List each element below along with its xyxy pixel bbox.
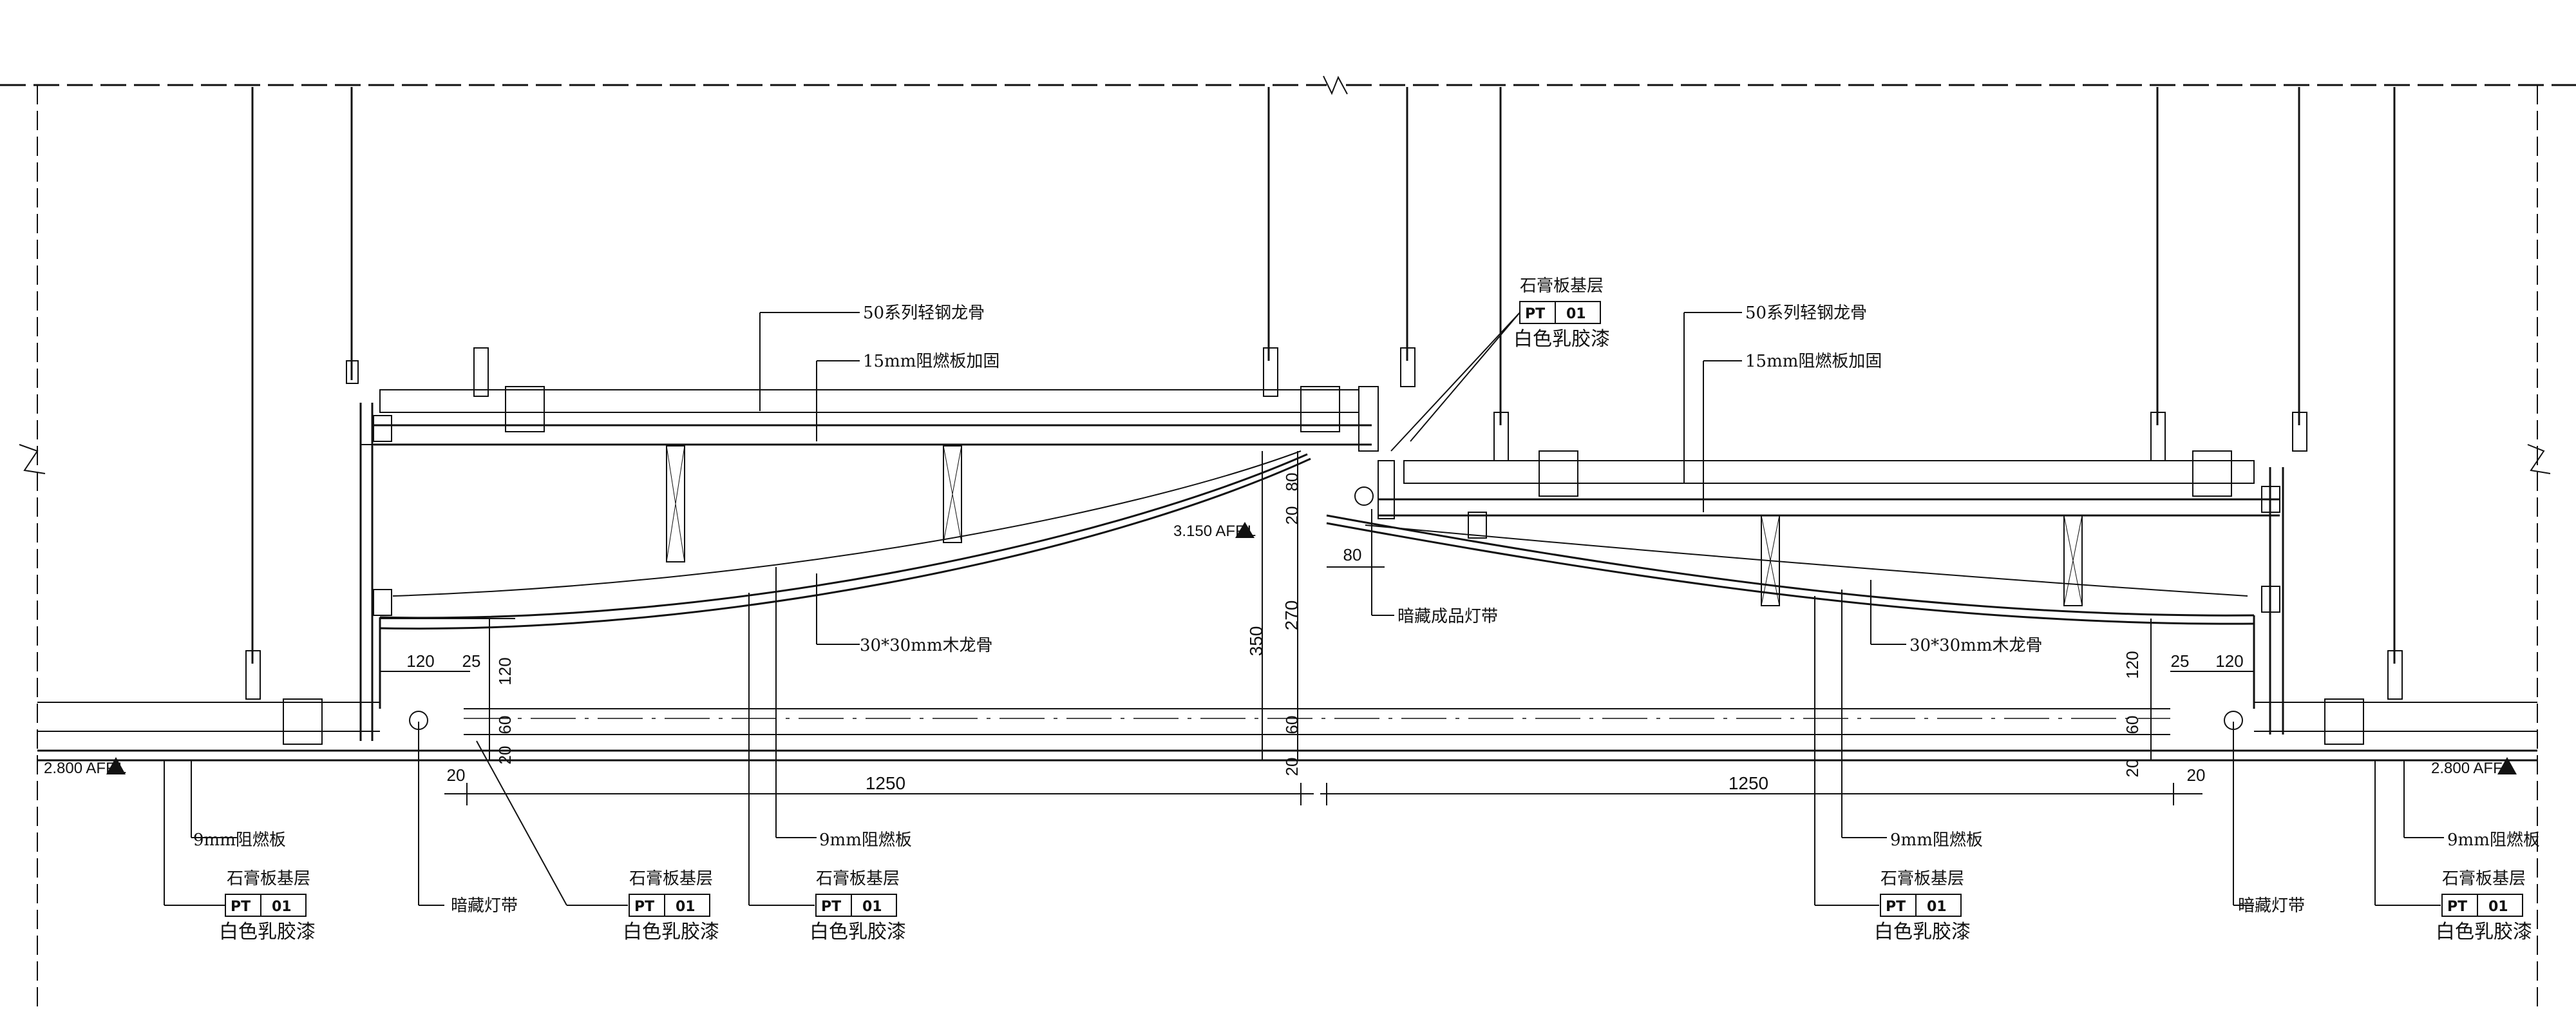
tag-e-num: 01	[1927, 899, 1947, 915]
dim-270: 270	[1282, 601, 1302, 631]
dim-20-center: 20	[1282, 758, 1302, 776]
callout-left-board: 15mm阻燃板加固	[816, 352, 999, 441]
label-center-finish: 白色乳胶漆	[1513, 328, 1610, 351]
callout-bottom-d: 9mm阻燃板 石膏板基层 PT 01 白色乳胶漆	[748, 567, 912, 943]
dimension-span-right: 1250	[1320, 773, 2190, 805]
label-g-base: 石膏板基层	[2442, 869, 2526, 889]
tag-code-center: PT	[1525, 306, 1545, 322]
dim-20v: 20	[1282, 506, 1302, 525]
structural-slab-line	[0, 75, 2576, 1009]
callout-center-led: 暗藏成品灯带	[1371, 509, 1498, 626]
label-b-led: 暗藏灯带	[451, 896, 518, 916]
label-right-board: 15mm阻燃板加固	[1745, 352, 1882, 371]
hanger-rods	[245, 87, 2403, 700]
dim-80v: 80	[1282, 473, 1302, 492]
label-left-board: 15mm阻燃板加固	[863, 352, 999, 371]
label-d-finish: 白色乳胶漆	[810, 921, 906, 943]
dim-20h-right: 20	[2187, 765, 2206, 785]
tag-d-num: 01	[862, 899, 882, 915]
callout-right-board: 15mm阻燃板加固	[1703, 352, 1882, 512]
dim-120v-right: 120	[2123, 651, 2142, 678]
label-e-base: 石膏板基层	[1880, 869, 1964, 889]
right-raised-ceiling-frame	[1326, 450, 2284, 735]
tag-c-code: PT	[634, 899, 654, 915]
label-d-base: 石膏板基层	[816, 869, 900, 889]
callout-left-steel: 50系列轻钢龙骨	[759, 303, 985, 411]
label-a-base: 石膏板基层	[227, 869, 310, 889]
dim-60-center: 60	[1282, 716, 1302, 735]
dim-120-left: 120	[406, 651, 434, 671]
level-triangle-left	[106, 757, 126, 774]
dim-60-left: 60	[495, 716, 515, 735]
dim-25-right: 25	[2171, 651, 2190, 671]
level-triangle-right	[2497, 757, 2517, 774]
label-left-batten: 30*30mm木龙骨	[860, 636, 992, 655]
dim-20-right: 20	[2123, 759, 2142, 778]
callout-bottom-c: 石膏板基层 PT 01 白色乳胶漆	[476, 740, 719, 943]
dim-span-right: 1250	[1728, 773, 1768, 793]
label-f-led: 暗藏灯带	[2238, 896, 2305, 916]
dimension-span-left: 1250	[451, 773, 1314, 805]
callout-bottom-a: 9mm阻燃板 石膏板基层 PT 01 白色乳胶漆	[164, 760, 316, 943]
label-right-steel: 50系列轻钢龙骨	[1745, 303, 1867, 323]
dim-80h: 80	[1343, 545, 1362, 564]
level-mark-center: 3.150 AFF.L	[1173, 522, 1256, 540]
level-triangle-center	[1235, 522, 1255, 538]
tag-a-code: PT	[231, 899, 251, 915]
label-center-base: 石膏板基层	[1520, 276, 1604, 296]
label-right-batten: 30*30mm木龙骨	[1909, 636, 2042, 655]
label-e-finish: 白色乳胶漆	[1874, 921, 1971, 943]
callout-center-finish: 石膏板基层 PT 01 白色乳胶漆	[1390, 276, 1610, 452]
label-c-finish: 白色乳胶漆	[623, 921, 719, 943]
callout-bottom-b: 暗藏灯带	[418, 722, 518, 916]
dim-span-left: 1250	[866, 773, 905, 793]
tag-g-num: 01	[2488, 899, 2508, 915]
label-a-board: 9mm阻燃板	[193, 831, 286, 850]
callout-left-batten: 30*30mm木龙骨	[816, 573, 992, 655]
dimension-details-center: 80 20 80 350 270 60 20	[1246, 451, 1385, 776]
label-c-base: 石膏板基层	[629, 869, 713, 889]
tag-c-num: 01	[676, 899, 696, 915]
label-g-finish: 白色乳胶漆	[2436, 921, 2532, 943]
level-mark-right: 2.800 AFF.L	[2431, 757, 2517, 777]
label-e-board: 9mm阻燃板	[1890, 831, 1983, 850]
tag-g-code: PT	[2447, 899, 2467, 915]
label-a-finish: 白色乳胶漆	[219, 921, 316, 943]
label-center-led: 暗藏成品灯带	[1397, 607, 1498, 626]
callout-right-steel: 50系列轻钢龙骨	[1683, 303, 1867, 483]
dim-120v-left: 120	[495, 657, 515, 685]
left-raised-ceiling-frame	[359, 386, 1379, 741]
callout-bottom-f: 暗藏灯带	[2233, 722, 2305, 916]
tag-e-code: PT	[1886, 899, 1906, 915]
label-d-board: 9mm阻燃板	[819, 831, 912, 850]
label-g-board: 9mm阻燃板	[2447, 831, 2540, 850]
tag-d-code: PT	[821, 899, 841, 915]
dimension-details-right: 120 25 120 60 20 20	[2123, 619, 2254, 794]
dimension-details-left: 120 25 120 60 20 20	[380, 619, 515, 794]
dim-350: 350	[1246, 626, 1266, 657]
dim-25-left: 25	[462, 651, 481, 671]
label-left-steel: 50系列轻钢龙骨	[863, 303, 985, 323]
callout-bottom-e: 9mm阻燃板 石膏板基层 PT 01 白色乳胶漆	[1814, 590, 1983, 943]
callout-right-batten: 30*30mm木龙骨	[1870, 580, 2042, 655]
tag-num-center: 01	[1566, 306, 1586, 322]
level-mark-left: 2.800 AFF.L	[44, 757, 126, 777]
callout-bottom-g: 9mm阻燃板 石膏板基层 PT 01 白色乳胶漆	[2374, 760, 2540, 943]
dim-20h-left: 20	[447, 765, 466, 785]
tag-a-num: 01	[272, 899, 292, 915]
dim-20-left: 20	[495, 746, 515, 765]
lower-ceiling-plane	[37, 486, 2537, 762]
dim-120-right: 120	[2215, 651, 2243, 671]
dim-60-right: 60	[2123, 716, 2142, 735]
